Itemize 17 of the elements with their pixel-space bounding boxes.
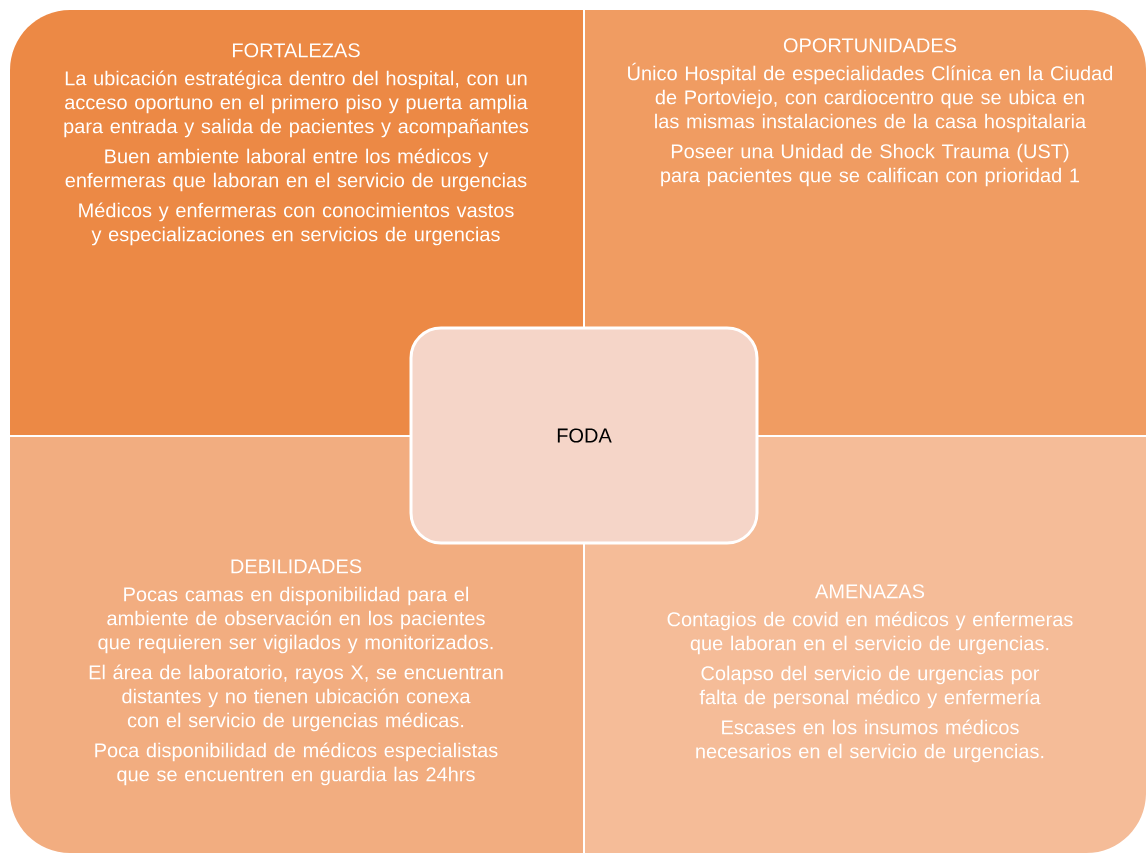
quadrant-text: Poca disponibilidad de médicos especialistas que se encuentren en guardia las 24hrs	[95, 742, 498, 786]
quadrant-text: Contagios de covid en médicos y enfermeras que laboran en el servicio de urgencias.	[667, 611, 1073, 655]
quadrant-text: Pocas camas en disponibilidad para el ambiente de observación en los pacientes que requieren ser vigilados y monitorizados.	[98, 586, 493, 654]
quadrant-text: Único Hospital de especialidades Clínica en la Ciudad de Portoviejo, con cardiocentro que se ubica en las mismas instalaciones de la casa hospitalaria	[628, 62, 1113, 133]
quadrant-text: Poseer una Unidad de Shock Trauma (UST) para pacientes que se califican con prioridad 1	[661, 143, 1080, 187]
quadrant-text: Médicos y enfermeras con conocimientos vastos y especializaciones en servicios de urgencias	[79, 202, 514, 246]
quadrant-text: La ubicación estratégica dentro del hospital, con un acceso oportuno en el primero piso y puerta amplia para entrada y salida de pacientes y acompañantes	[64, 70, 529, 138]
center-label: FODA	[557, 428, 612, 443]
quadrant-text: Buen ambiente laboral entre los médicos y enfermeras que laboran en el servicio de urgencias	[65, 148, 527, 192]
quadrant-heading: DEBILIDADES	[231, 559, 362, 574]
quadrant-heading: AMENAZAS	[815, 584, 925, 599]
center-box	[409, 326, 759, 545]
quadrant-heading: FORTALEZAS	[233, 43, 360, 58]
quadrant-text: Colapso del servicio de urgencias por falta de personal médico y enfermería	[699, 665, 1041, 709]
quadrant-text: Escases en los insumos médicos necesarios en el servicio de urgencias.	[696, 719, 1044, 763]
quadrant-text: El área de laboratorio, rayos X, se encuentran distantes y no tienen ubicación conexa con el servicio de urgencias médicas.	[89, 664, 503, 732]
quadrant-heading: OPORTUNIDADES	[783, 38, 957, 53]
